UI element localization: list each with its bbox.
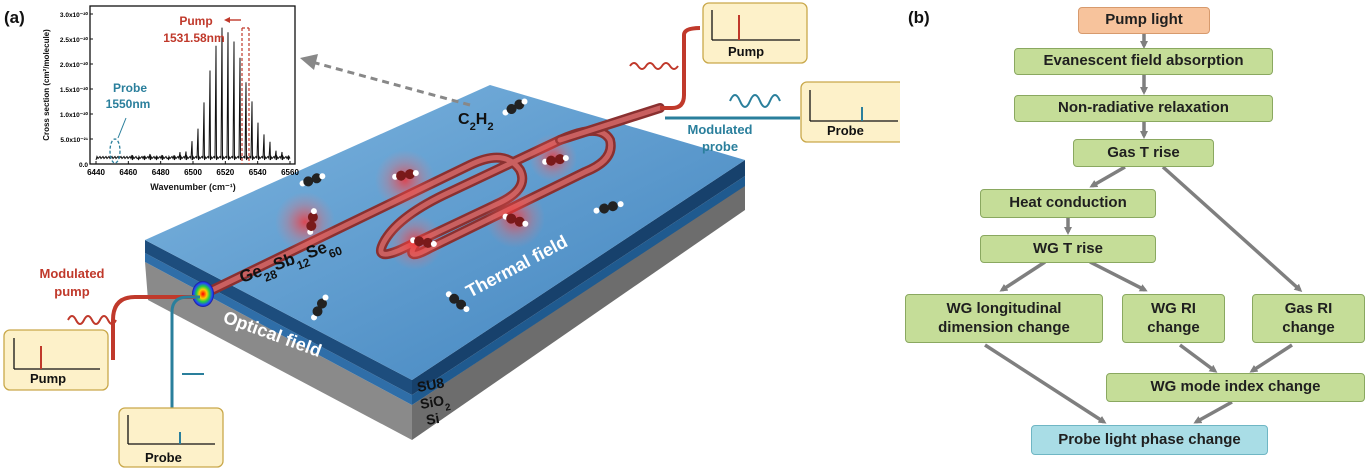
inset-x-tick-label: 6460: [119, 168, 137, 177]
arrow-wg-ri-to-mode-index: [1178, 343, 1218, 373]
inset-y-axis-label: Cross section (cm²/molecule): [42, 29, 51, 141]
modulated-probe-label-line1: Modulated: [688, 122, 753, 137]
inset-x-tick-label: 6500: [184, 168, 202, 177]
panel-b-tag: (b): [908, 8, 930, 27]
modulated-pump-label-line1: Modulated: [40, 266, 105, 281]
arrow-gas-ri-to-mode-index: [1249, 343, 1293, 373]
inset-x-tick-label: 6440: [87, 168, 105, 177]
inset-pointer-line: [311, 60, 471, 107]
pump-output-wave: [629, 62, 679, 70]
inset-pump-label: Pump: [179, 14, 212, 28]
probe-input-label: Probe: [145, 450, 182, 465]
panel-a-tag: (a): [4, 8, 25, 27]
gas-label: C2H2: [458, 111, 494, 133]
node-probe-phase-change: Probe light phase change: [1031, 425, 1268, 455]
pump-input-label: Pump: [30, 371, 66, 386]
pump-input-plot: [3, 329, 109, 391]
modulated-pump-label-line2: pump: [54, 284, 89, 299]
arrow-wg-t-to-longitudinal: [999, 260, 1046, 292]
inset-x-ticks: 6440 6460 6480 6500 6520 6540 6560: [87, 161, 299, 177]
inset-y-tick-label: 1.5x10⁻²⁰: [60, 86, 88, 94]
probe-output-wave: [729, 94, 781, 108]
panel-a-illustration: Modulated pump Modulated probe Pump Prob…: [3, 2, 900, 468]
pump-output-fiber: [660, 26, 701, 110]
pump-marker-arrowhead: [224, 17, 230, 23]
node-pump-light: Pump light: [1078, 7, 1210, 34]
gas-molecules: [299, 98, 624, 321]
inset-probe-label: Probe: [113, 81, 147, 95]
probe-input-plot: [118, 407, 224, 468]
node-wg-t-rise: WG T rise: [980, 235, 1156, 263]
inset-pump-wavelength: 1531.58nm: [163, 31, 224, 45]
node-evanescent-absorption: Evanescent field absorption: [1014, 48, 1273, 75]
layer-su8-label: SU8: [416, 374, 446, 395]
inset-x-tick-label: 6540: [249, 168, 267, 177]
inset-y-tick-label: 3.0x10⁻²⁰: [60, 11, 88, 19]
inset-y-tick-label: 2.0x10⁻²⁰: [60, 61, 88, 69]
inset-y-tick-label: 2.5x10⁻²⁰: [60, 36, 88, 44]
probe-marker-pointer: [117, 117, 127, 139]
inset-x-axis-label: Wavenumber (cm⁻¹): [150, 182, 235, 192]
node-heat-conduction: Heat conduction: [980, 189, 1156, 218]
pump-input-fiber: [111, 295, 195, 360]
node-wg-longitudinal-change: WG longitudinal dimension change: [905, 294, 1103, 343]
inset-x-tick-label: 6520: [216, 168, 234, 177]
node-gas-ri-change: Gas RI change: [1252, 294, 1365, 343]
pump-output-plot: [702, 2, 808, 64]
node-wg-mode-index-change: WG mode index change: [1106, 373, 1365, 402]
layer-si-label: Si: [425, 410, 441, 428]
node-gas-t-rise: Gas T rise: [1073, 139, 1214, 167]
inset-pointer-head: [300, 54, 318, 70]
inset-x-tick-label: 6560: [281, 168, 299, 177]
inset-y-tick-label: 5.0x10⁻²¹: [60, 137, 88, 144]
probe-output-label: Probe: [827, 123, 864, 138]
node-nonradiative-relaxation: Non-radiative relaxation: [1014, 95, 1273, 122]
arrow-wg-t-to-wg-ri: [1089, 260, 1148, 292]
absorption-spectrum-inset: 0.0 5.0x10⁻²¹ 1.0x10⁻²⁰ 1.5x10⁻²⁰ 2.0x10⁻²⁰ 2…: [42, 5, 299, 192]
thermal-glows: [275, 134, 577, 270]
spectrum-line: [95, 27, 291, 161]
layer-sio2-label: SiO2: [419, 391, 452, 417]
pump-input-wave: [67, 315, 117, 325]
arrow-longitudinal-to-probe: [984, 343, 1107, 424]
inset-frame: [89, 5, 296, 165]
probe-input-fiber: [170, 295, 200, 410]
probe-marker: [109, 138, 121, 164]
optical-mode-spot: [192, 281, 214, 307]
node-wg-ri-change: WG RI change: [1122, 294, 1225, 343]
inset-y-tick-label: 0.0: [79, 162, 88, 169]
probe-output-plot: [800, 81, 900, 143]
inset-y-ticks: 0.0 5.0x10⁻²¹ 1.0x10⁻²⁰ 1.5x10⁻²⁰ 2.0x10⁻²⁰ 2…: [60, 11, 93, 169]
inset-probe-wavelength: 1550nm: [106, 97, 151, 111]
pump-output-label: Pump: [728, 44, 764, 59]
inset-y-tick-label: 1.0x10⁻²⁰: [60, 111, 88, 119]
arrow-gas-t-to-gas-ri: [1161, 165, 1303, 293]
inset-x-tick-label: 6480: [152, 168, 170, 177]
arrow-gas-t-to-heat: [1089, 165, 1126, 188]
arrow-mode-index-to-probe: [1193, 400, 1233, 424]
modulated-probe-label-line2: probe: [702, 139, 738, 154]
